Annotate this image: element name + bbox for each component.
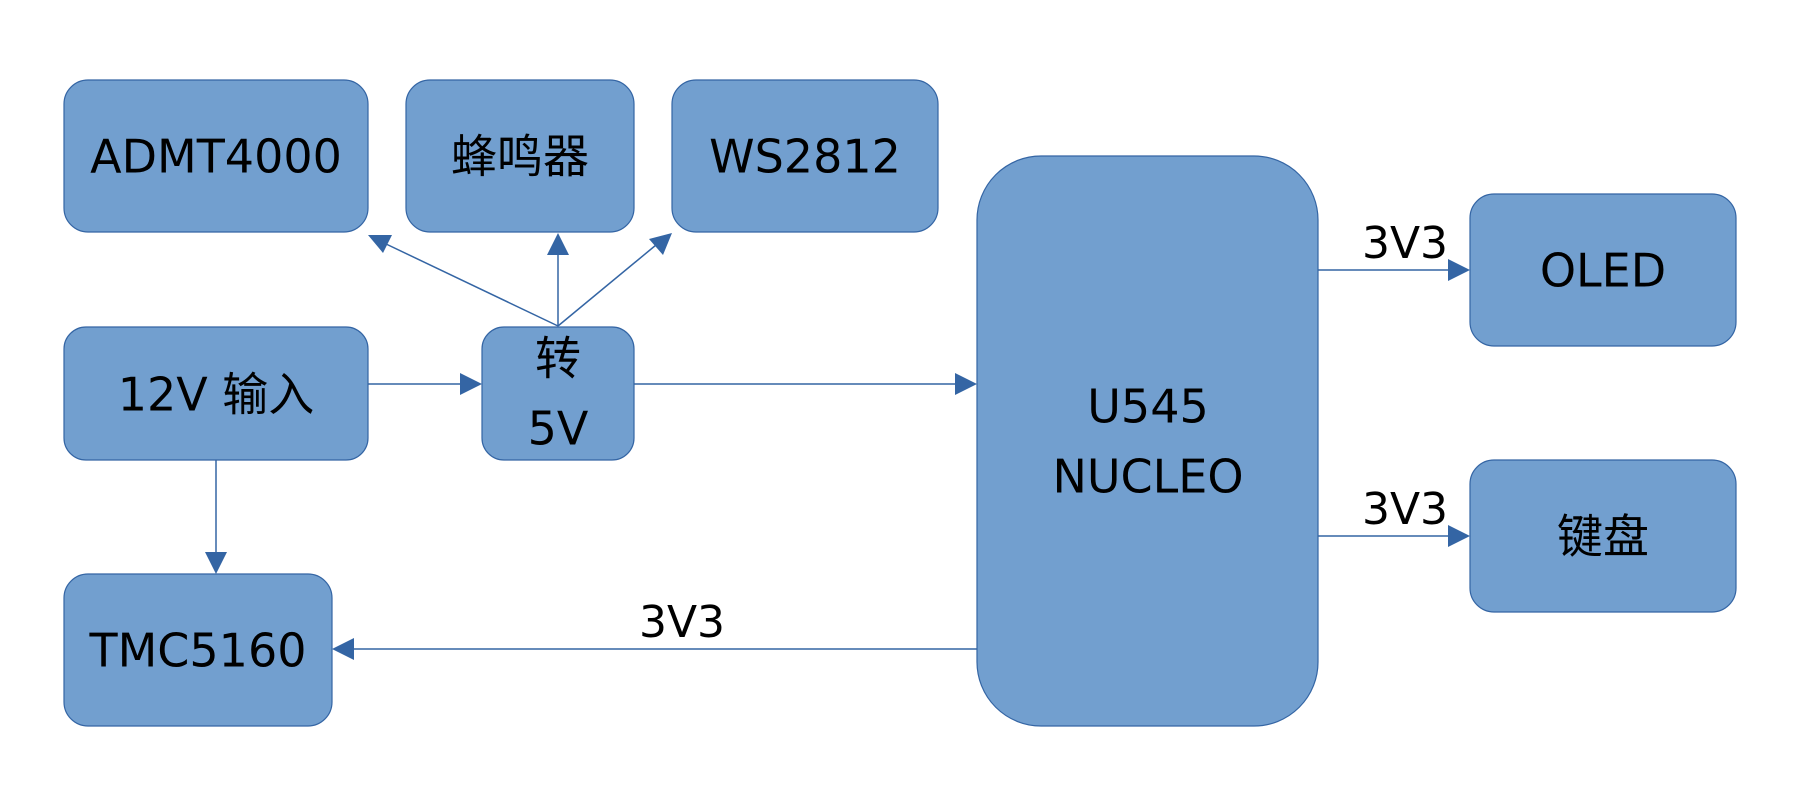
arrowhead-icon	[547, 233, 569, 255]
edge-nucleo-to-tmc5160: 3V3	[332, 597, 977, 660]
edge-5v-to-admt4000	[368, 235, 559, 327]
node-to-5v-line2: 5V	[528, 402, 589, 456]
edge-label-tmc5160-voltage: 3V3	[639, 597, 725, 648]
node-u545-nucleo-line2: NUCLEO	[1052, 450, 1243, 504]
node-12v-input-label: 12V 输入	[118, 368, 315, 422]
node-12v-input: 12V 输入	[63, 326, 369, 461]
node-keyboard-label: 键盘	[1557, 510, 1649, 564]
node-admt4000: ADMT4000	[63, 79, 369, 233]
node-oled: OLED	[1469, 193, 1737, 347]
edge-5v-to-ws2812	[557, 233, 672, 327]
edge-label-keyboard-voltage: 3V3	[1362, 484, 1448, 535]
node-buzzer-label: 蜂鸣器	[451, 130, 589, 184]
arrowhead-icon	[460, 373, 482, 395]
node-ws2812-label: WS2812	[709, 130, 901, 184]
arrowhead-icon	[205, 552, 227, 574]
node-buzzer: 蜂鸣器	[405, 79, 635, 233]
node-u545-nucleo-line1: U545	[1087, 380, 1208, 434]
arrowhead-icon	[1448, 525, 1470, 547]
node-keyboard: 键盘	[1469, 459, 1737, 613]
node-to-5v-line1: 转	[535, 332, 581, 386]
node-to-5v: 转 5V	[481, 326, 635, 461]
edge-12v-to-5v	[368, 373, 482, 395]
edge-nucleo-to-keyboard: 3V3	[1318, 484, 1470, 547]
node-tmc5160: TMC5160	[63, 573, 333, 727]
edge-5v-to-buzzer	[547, 233, 569, 326]
node-u545-nucleo: U545 NUCLEO	[976, 155, 1319, 727]
edge-nucleo-to-oled: 3V3	[1318, 218, 1470, 281]
edge-12v-to-tmc5160	[205, 460, 227, 574]
node-ws2812: WS2812	[671, 79, 939, 233]
arrowhead-icon	[332, 638, 354, 660]
node-tmc5160-label: TMC5160	[89, 624, 307, 678]
arrowhead-icon	[955, 373, 977, 395]
arrowhead-icon	[649, 233, 672, 255]
edge-5v-to-nucleo	[634, 373, 977, 395]
arrowhead-icon	[1448, 259, 1470, 281]
node-admt4000-label: ADMT4000	[90, 130, 342, 184]
arrowhead-icon	[368, 235, 392, 253]
edge-label-oled-voltage: 3V3	[1362, 218, 1448, 269]
node-oled-label: OLED	[1540, 244, 1666, 298]
